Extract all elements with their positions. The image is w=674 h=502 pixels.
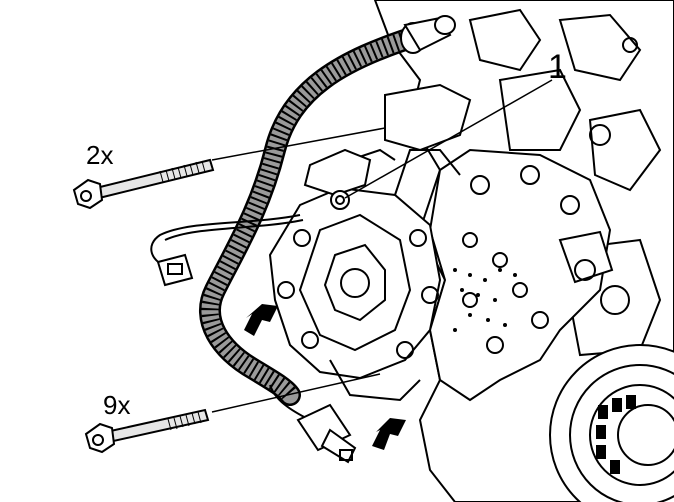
- cover-housing: [268, 148, 461, 402]
- wiring-harness-loom: [199, 15, 456, 406]
- right-connector: [558, 230, 614, 284]
- arrow-up-right-icon: [372, 418, 406, 450]
- bolt-quantity-top: 2x: [86, 140, 114, 170]
- upper-bracket: [303, 83, 472, 210]
- valve-body-plate: [428, 148, 612, 402]
- flywheel: [549, 344, 674, 502]
- bottom-connector: [296, 403, 357, 464]
- leader-lines: [211, 79, 553, 413]
- left-connector: [156, 253, 194, 287]
- bolt-icon: [84, 408, 210, 454]
- bolt-icon: [72, 158, 215, 210]
- arrow-up-right-icon: [244, 304, 278, 336]
- bolt-quantity-bottom: 9x: [103, 390, 131, 420]
- part-callout-1: 1: [548, 48, 567, 86]
